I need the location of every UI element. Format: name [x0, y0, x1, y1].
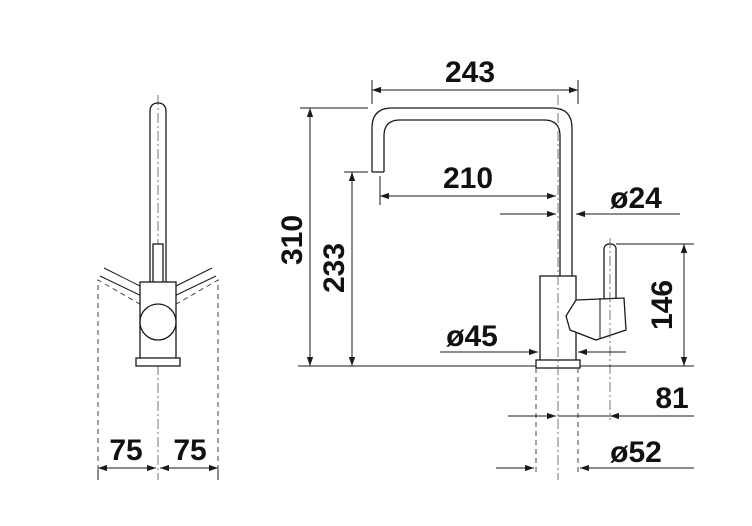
side-spout-inner [383, 119, 561, 282]
swing-right-outline [165, 279, 219, 470]
front-base [135, 357, 181, 367]
overall-reach-label: 243 [445, 56, 495, 89]
front-view: 75 75 [97, 95, 219, 480]
spout-diameter-label: ø24 [610, 182, 662, 215]
spout-reach-label: 210 [443, 162, 493, 195]
front-knob [139, 303, 177, 341]
side-cartridge [565, 297, 627, 341]
front-spout [149, 102, 167, 300]
side-view: 243 210 ø24 310 233 146 ø45 81 [276, 56, 694, 480]
overall-height-label: 310 [276, 215, 309, 265]
spout-height-label: 233 [318, 243, 351, 293]
lever-offset-label: 81 [655, 382, 688, 415]
swing-left-outline [97, 279, 151, 470]
body-diameter-label: ø45 [446, 320, 498, 353]
lever-height-label: 146 [646, 280, 679, 330]
swing-left-label: 75 [109, 434, 142, 467]
side-spout-outer [371, 107, 573, 282]
swing-right-label: 75 [173, 434, 206, 467]
base-diameter-label: ø52 [610, 436, 662, 469]
